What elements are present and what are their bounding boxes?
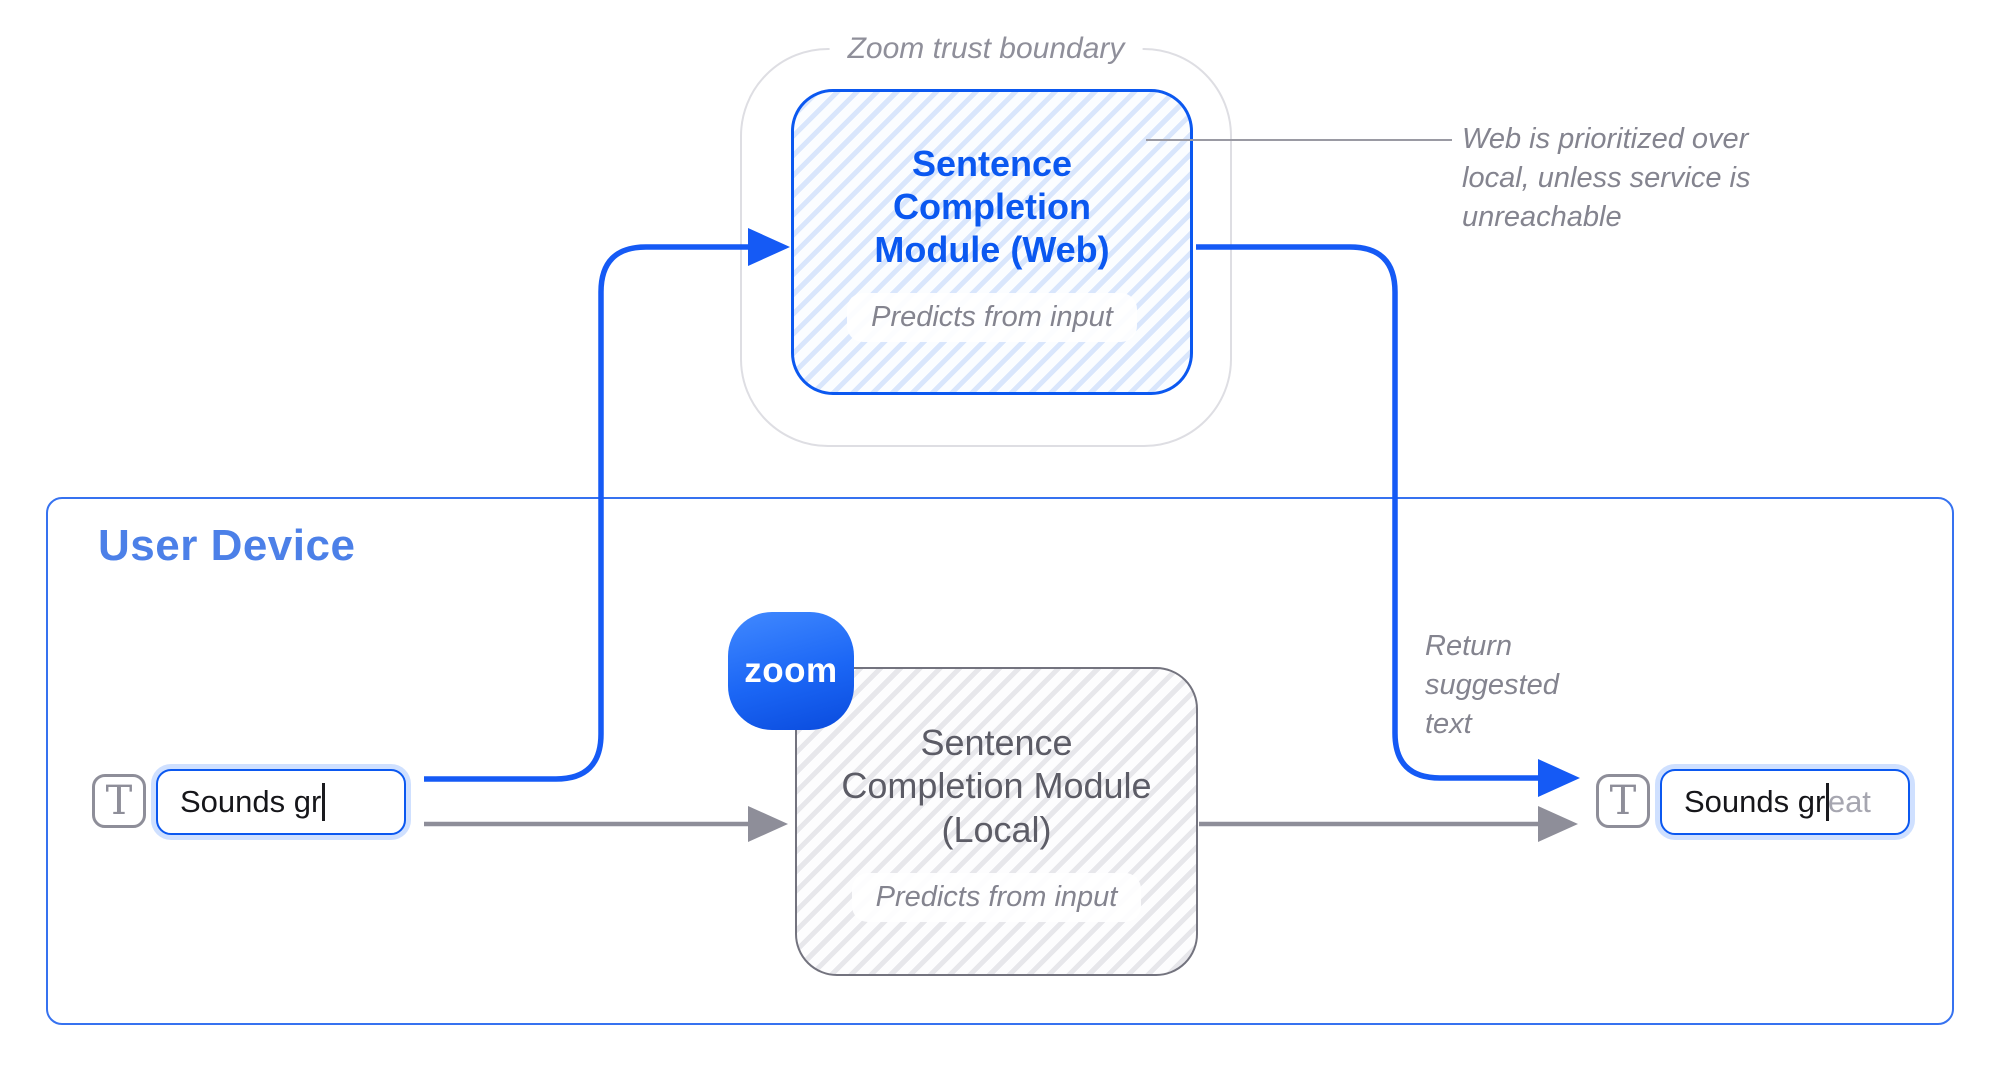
user-device-box: User Device	[46, 497, 1954, 1025]
trust-boundary-label: Zoom trust boundary	[829, 28, 1143, 70]
return-suggested-text-annotation: Return suggested text	[1425, 630, 1559, 740]
web-priority-annotation: Web is prioritized over local, unless se…	[1462, 123, 1751, 233]
web-module-subtitle: Predicts from input	[847, 293, 1137, 343]
text-cursor	[1826, 783, 1829, 821]
sentence-input-field[interactable]: Sounds gr	[156, 769, 406, 835]
web-module-title: Sentence Completion Module (Web)	[874, 142, 1110, 271]
sentence-completion-module-local: Sentence Completion Module (Local) Predi…	[795, 667, 1198, 976]
output-typed-text: Sounds gr	[1684, 784, 1826, 819]
local-module-title: Sentence Completion Module (Local)	[841, 722, 1152, 850]
text-cursor	[322, 783, 325, 821]
zoom-logo-wordmark: zoom	[744, 651, 838, 690]
text-tool-icon: T	[1596, 774, 1650, 828]
user-device-label: User Device	[98, 521, 356, 570]
callout-line	[1146, 139, 1452, 141]
input-typed-text: Sounds gr	[180, 784, 322, 819]
sentence-completion-module-web: Sentence Completion Module (Web) Predict…	[791, 89, 1193, 395]
zoom-logo-icon: zoom	[728, 612, 854, 730]
output-suggestion-text: eat	[1827, 784, 1871, 819]
local-module-subtitle: Predicts from input	[851, 872, 1142, 922]
text-tool-icon: T	[92, 774, 146, 828]
